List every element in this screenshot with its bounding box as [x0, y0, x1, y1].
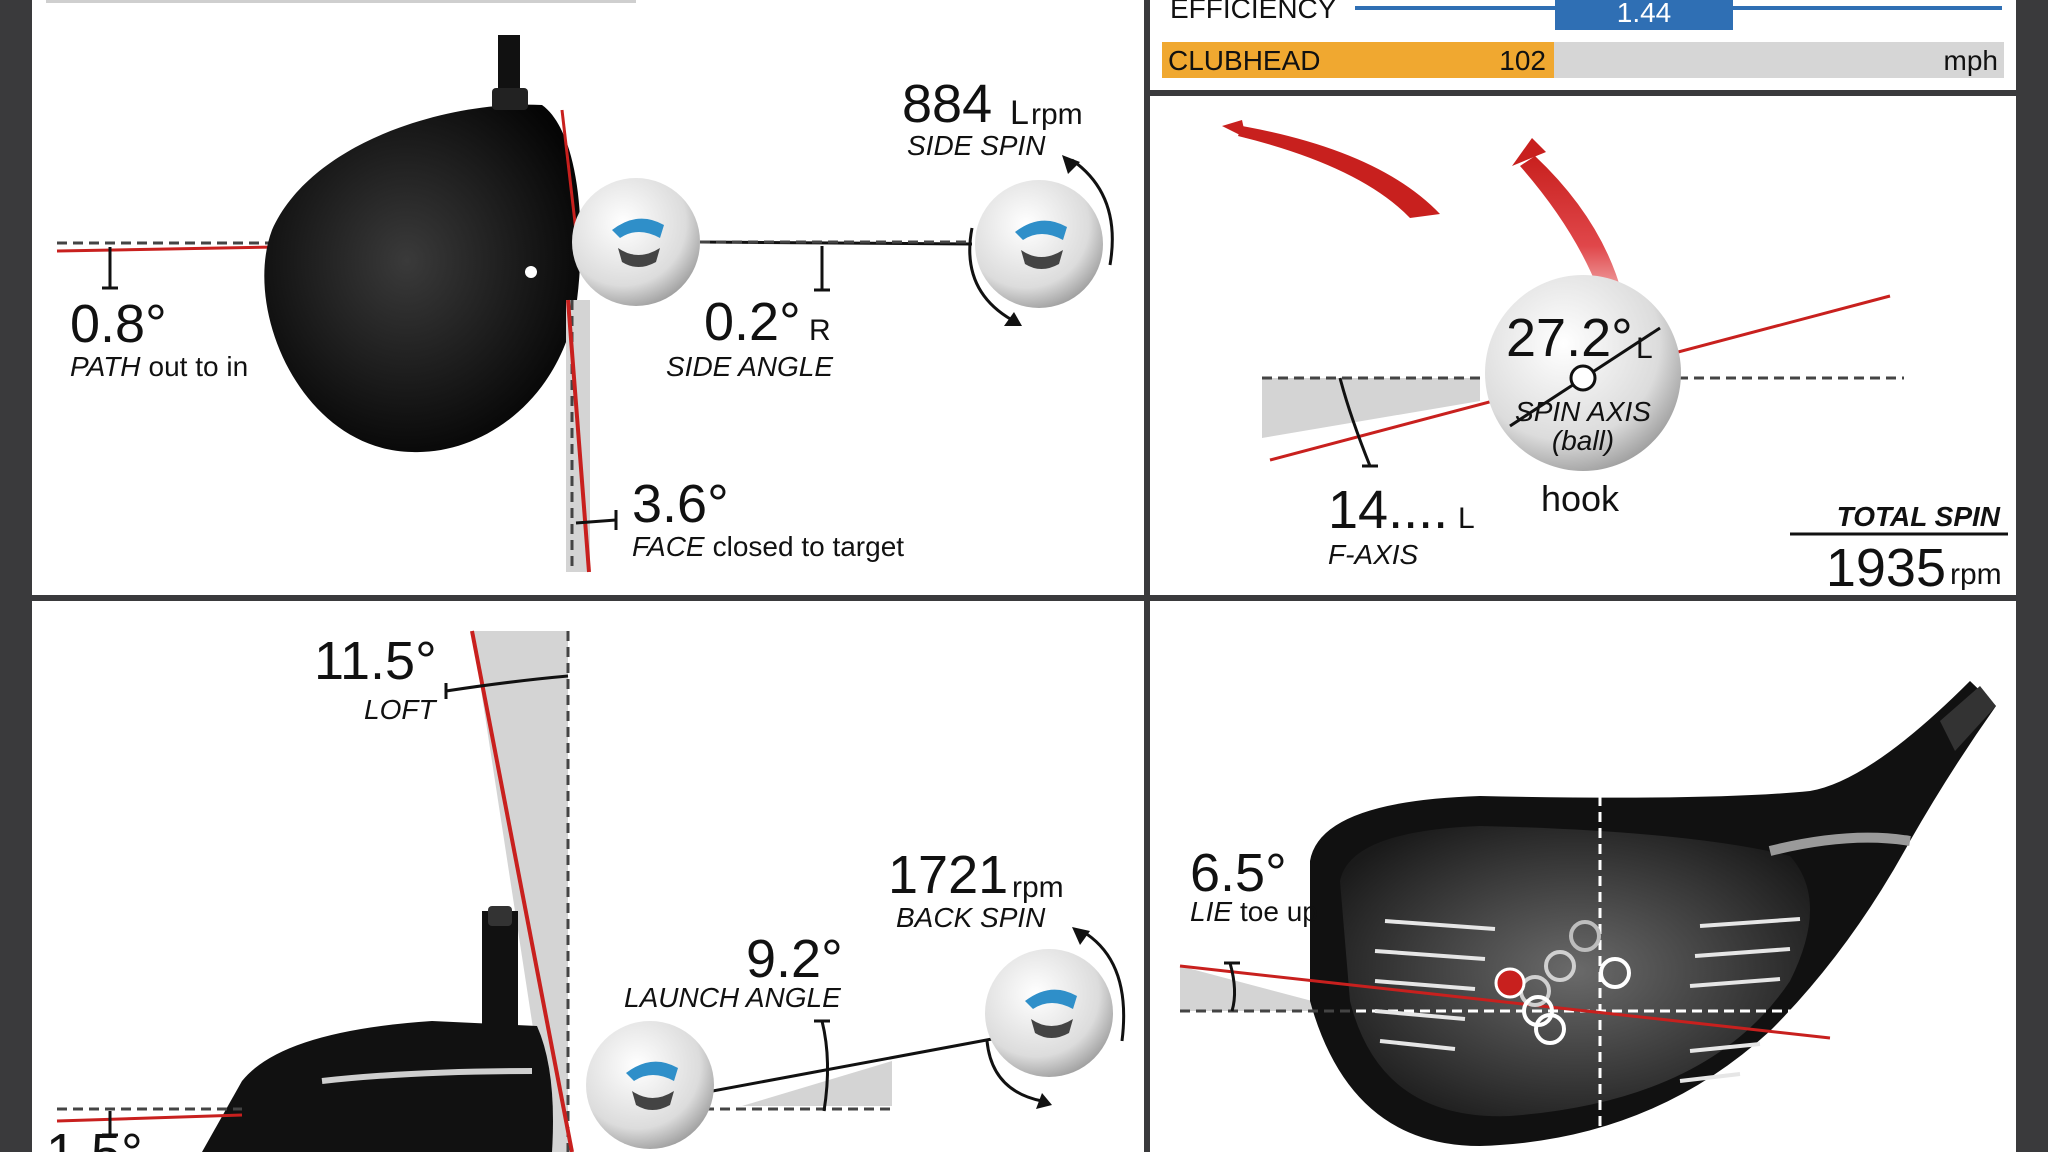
f-axis-label: F-AXIS [1328, 539, 1419, 570]
lie-panel: 6.5° LIE toe up [1150, 601, 2016, 1152]
face-label-em: FACE [632, 531, 705, 562]
lie-label: LIE toe up [1190, 896, 1318, 927]
face-label: FACE closed to target [632, 531, 904, 562]
efficiency-bar [1555, 0, 1733, 30]
side-spin-label: SIDE SPIN [907, 130, 1046, 161]
path-value: 0.8° [70, 294, 167, 354]
side-angle-label: SIDE ANGLE [666, 351, 833, 382]
spin-axis-sublabel: (ball) [1552, 425, 1614, 456]
clubhead-unit: mph [1944, 45, 1998, 76]
golf-ball-spinning [975, 180, 1103, 308]
side-spin-unit: rpm [1031, 98, 1083, 131]
driver-head-top [264, 104, 581, 453]
spin-axis-panel: 27.2° L SPIN AXIS (ball) hook 14.... L F… [1150, 96, 2016, 595]
loft-launch-panel: 1.5° 11.5° LOFT 9.2° LAUNCH ANGLE 1721 r… [32, 601, 1144, 1152]
side-spin-value: 884 [902, 74, 992, 134]
side-angle-direction: R [809, 314, 831, 347]
clubhead-label: CLUBHEAD [1168, 45, 1320, 76]
path-label-em: PATH [70, 351, 141, 382]
spin-axis-value: 27.2° [1506, 308, 1633, 368]
back-spin-unit: rpm [1012, 871, 1064, 904]
path-label-rest: out to in [149, 351, 249, 382]
loft-value: 11.5° [314, 631, 437, 691]
golf-ball-spinning [985, 949, 1113, 1077]
efficiency-label: EFFICIENCY [1170, 0, 1337, 24]
side-angle-value: 0.2° [704, 292, 801, 352]
shape-label: hook [1541, 478, 1620, 519]
total-spin-value: 1935 [1826, 538, 1946, 595]
lie-label-em: LIE [1190, 896, 1232, 927]
launch-angle-value: 9.2° [746, 929, 843, 989]
spin-axis-direction: L [1636, 332, 1653, 365]
face-value: 3.6° [632, 474, 729, 534]
golf-ball [572, 178, 700, 306]
driver-head-side [202, 1021, 553, 1152]
attack-angle-value: 1.5° [46, 1123, 143, 1152]
launch-angle-label: LAUNCH ANGLE [624, 982, 841, 1013]
f-axis-direction: L [1458, 502, 1475, 535]
metrics-strip: EFFICIENCY 1.44 CLUBHEAD 102 mph [1150, 0, 2016, 90]
lie-value: 6.5° [1190, 843, 1287, 903]
face-label-rest: closed to target [713, 531, 905, 562]
clubhead-bar [1162, 42, 1554, 78]
face-path-panel: 0.8° PATH out to in 0.2° R SIDE ANGLE 3.6… [32, 0, 1144, 595]
side-spin-direction: L [1010, 94, 1029, 132]
back-spin-label: BACK SPIN [896, 902, 1046, 933]
efficiency-value: 1.44 [1617, 0, 1672, 28]
loft-label: LOFT [364, 694, 437, 725]
total-spin-label: TOTAL SPIN [1837, 501, 2001, 532]
clubhead-value: 102 [1499, 45, 1546, 76]
spin-axis-label: SPIN AXIS [1515, 396, 1651, 427]
path-label: PATH out to in [70, 351, 248, 382]
total-spin-unit: rpm [1950, 558, 2002, 591]
f-axis-value: 14.... [1328, 480, 1448, 540]
back-spin-value: 1721 [888, 845, 1008, 905]
impact-point [1494, 967, 1526, 999]
lie-label-rest: toe up [1240, 896, 1318, 927]
golf-ball [586, 1021, 714, 1149]
